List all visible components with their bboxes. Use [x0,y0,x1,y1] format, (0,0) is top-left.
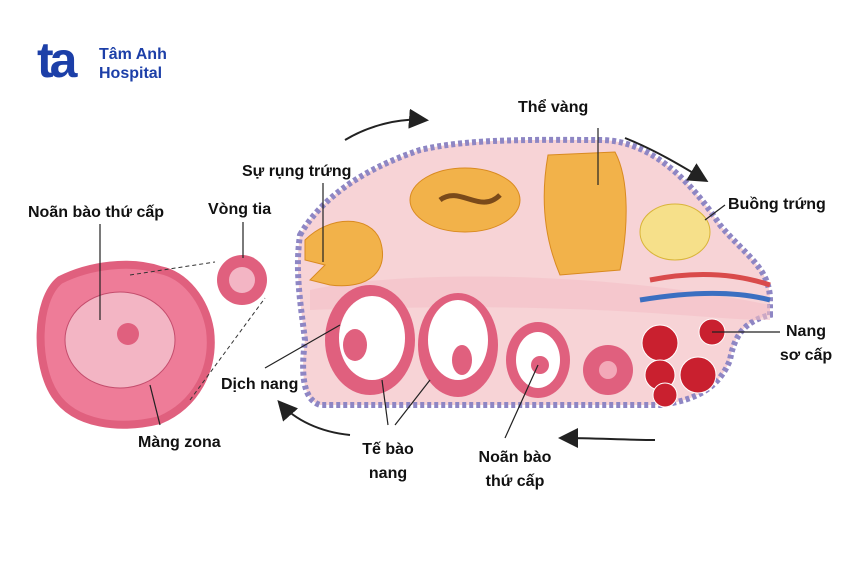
logo-line1: Tâm Anh [99,46,167,63]
logo-text: Tâm Anh Hospital [99,45,167,83]
label-follicular-fluid: Dịch nang [221,376,299,393]
cycle-arrow-bottom-right [558,428,656,449]
ovulating-follicle [304,220,384,287]
cycle-arrow-top-right [624,137,709,183]
logo-line2: Hospital [99,65,163,82]
corpus-albicans [639,203,711,261]
cycle-arrow-bottom-left [277,400,351,436]
label-corona-radiata: Vòng tia [208,201,272,218]
label-follicle-cells-line1: Tế bào [362,441,414,458]
logo-mark: ta [37,32,78,88]
label-secondary-oocyte-line2: thứ cấp [485,473,545,490]
label-follicle-cells: Tế bào nang [348,438,428,486]
label-corpus-luteum: Thể vàng [518,99,589,116]
label-primary-follicle-line2: sơ cấp [779,347,833,364]
label-primary-follicle-line1: Nang [786,323,826,340]
label-secondary-oocyte-left: Noãn bào thứ cấp [28,204,165,221]
label-primary-follicle: Nang sơ cấp [776,320,836,368]
label-follicle-cells-line2: nang [368,465,408,482]
label-ovary: Buồng trứng [728,196,826,213]
label-ovulation: Sự rụng trứng [242,163,352,180]
corpus-luteum-2 [543,151,627,276]
label-secondary-oocyte-line1: Noãn bào [478,449,552,466]
label-zona-pellucida: Màng zona [138,434,221,451]
cycle-arrow-top-left [344,108,429,141]
label-secondary-oocyte: Noãn bào thứ cấp [465,446,565,494]
